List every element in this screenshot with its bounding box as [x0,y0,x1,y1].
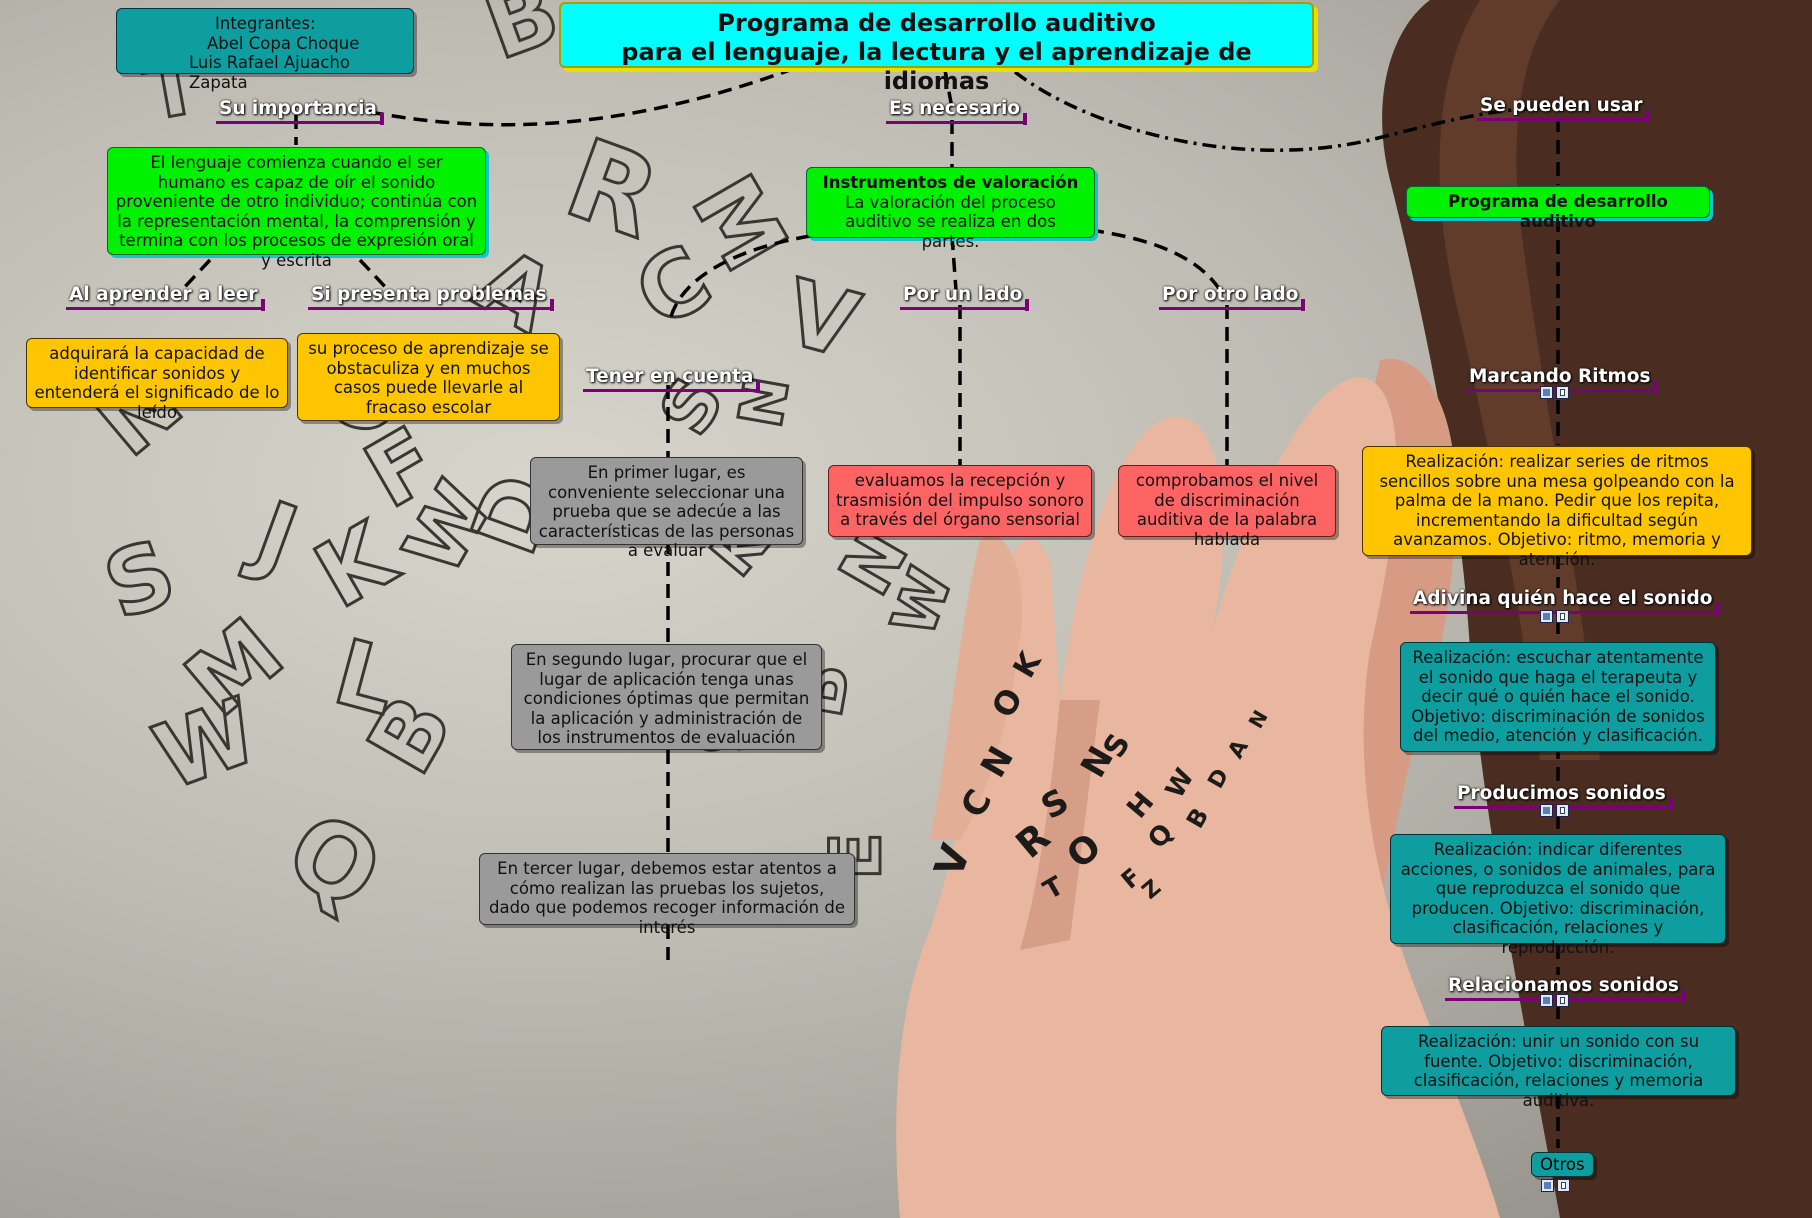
svg-text:Q: Q [268,789,400,933]
label-si-presenta-problemas[interactable]: Si presenta problemas [308,284,553,311]
instruments-text: La valoración del proceso auditivo se re… [845,192,1056,251]
finger-shadow [1020,700,1100,950]
document-attachment-icon[interactable] [1557,1179,1570,1192]
main-title[interactable]: Programa de desarrollo auditivo para el … [559,2,1314,95]
consider-box-2[interactable]: En segundo lugar, procurar que el lugar … [511,644,822,750]
label-tener-en-cuenta[interactable]: Tener en cuenta [583,366,761,393]
members-heading: Integrantes: [215,14,316,33]
others-node[interactable]: Otros [1531,1152,1594,1177]
consider-box-1[interactable]: En primer lugar, es conveniente seleccio… [530,457,803,560]
thumb-shape [930,534,1022,840]
activity-box-adivina-quien[interactable]: Realización: escuchar atentamente el son… [1400,642,1716,752]
instruments-box[interactable]: Instrumentos de valoración La valoración… [806,167,1095,251]
members-box[interactable]: Integrantes: Abel Copa Choque Luis Rafae… [116,8,414,92]
attachments-relacionamos-sonidos[interactable] [1540,994,1569,1007]
document-attachment-icon[interactable] [1556,386,1569,399]
attachments-marcando-ritmos[interactable] [1540,386,1569,399]
instruments-title: Instrumentos de valoración [822,173,1079,192]
svg-text:B: B [472,0,572,81]
label-al-aprender-a-leer[interactable]: Al aprender a leer [66,284,265,311]
label-su-importancia[interactable]: Su importancia [216,98,384,125]
label-por-un-lado[interactable]: Por un lado [900,284,1030,311]
svg-text:J: J [237,480,310,592]
label-es-necesario[interactable]: Es necesario [886,98,1027,125]
document-attachment-icon[interactable] [1556,994,1569,1007]
title-line-1: Programa de desarrollo auditivo [717,9,1156,37]
member-2: Luis Rafael Ajuacho Zapata [189,53,350,92]
image-attachment-icon[interactable] [1540,386,1553,399]
side1-box[interactable]: evaluamos la recepción y trasmisión del … [828,465,1092,537]
attachments-producimos-sonidos[interactable] [1540,804,1569,817]
activity-box-marcando-ritmos[interactable]: Realización: realizar series de ritmos s… [1362,446,1752,569]
svg-text:V: V [774,260,869,380]
side2-box[interactable]: comprobamos el nivel de discriminación a… [1118,465,1336,549]
image-attachment-icon[interactable] [1540,804,1553,817]
problems-box[interactable]: su proceso de aprendizaje se obstaculiza… [297,333,560,421]
activity-box-relacionamos-sonidos[interactable]: Realización: unir un sonido con su fuent… [1381,1026,1736,1110]
title-line-2: para el lenguaje, la lectura y el aprend… [621,38,1252,95]
image-attachment-icon[interactable] [1541,1179,1554,1192]
label-por-otro-lado[interactable]: Por otro lado [1159,284,1306,311]
image-attachment-icon[interactable] [1540,610,1553,623]
label-se-pueden-usar[interactable]: Se pueden usar [1477,95,1650,122]
activity-box-producimos-sonidos[interactable]: Realización: indicar diferentes acciones… [1390,834,1726,957]
reading-box[interactable]: adquirará la capacidad de identificar so… [26,338,288,422]
attachments-adivina-quien[interactable] [1540,610,1569,623]
program-box[interactable]: Programa de desarrollo auditivo [1406,186,1710,231]
connector-lines [178,68,1560,1148]
image-attachment-icon[interactable] [1540,994,1553,1007]
importance-box[interactable]: El lenguaje comienza cuando el ser human… [107,147,486,270]
member-1: Abel Copa Choque [207,33,360,53]
attachments-otros[interactable] [1541,1179,1570,1192]
document-attachment-icon[interactable] [1556,610,1569,623]
consider-box-3[interactable]: En tercer lugar, debemos estar atentos a… [479,853,855,937]
hand-shape [896,377,1500,1218]
svg-text:S: S [92,520,189,641]
document-attachment-icon[interactable] [1556,804,1569,817]
